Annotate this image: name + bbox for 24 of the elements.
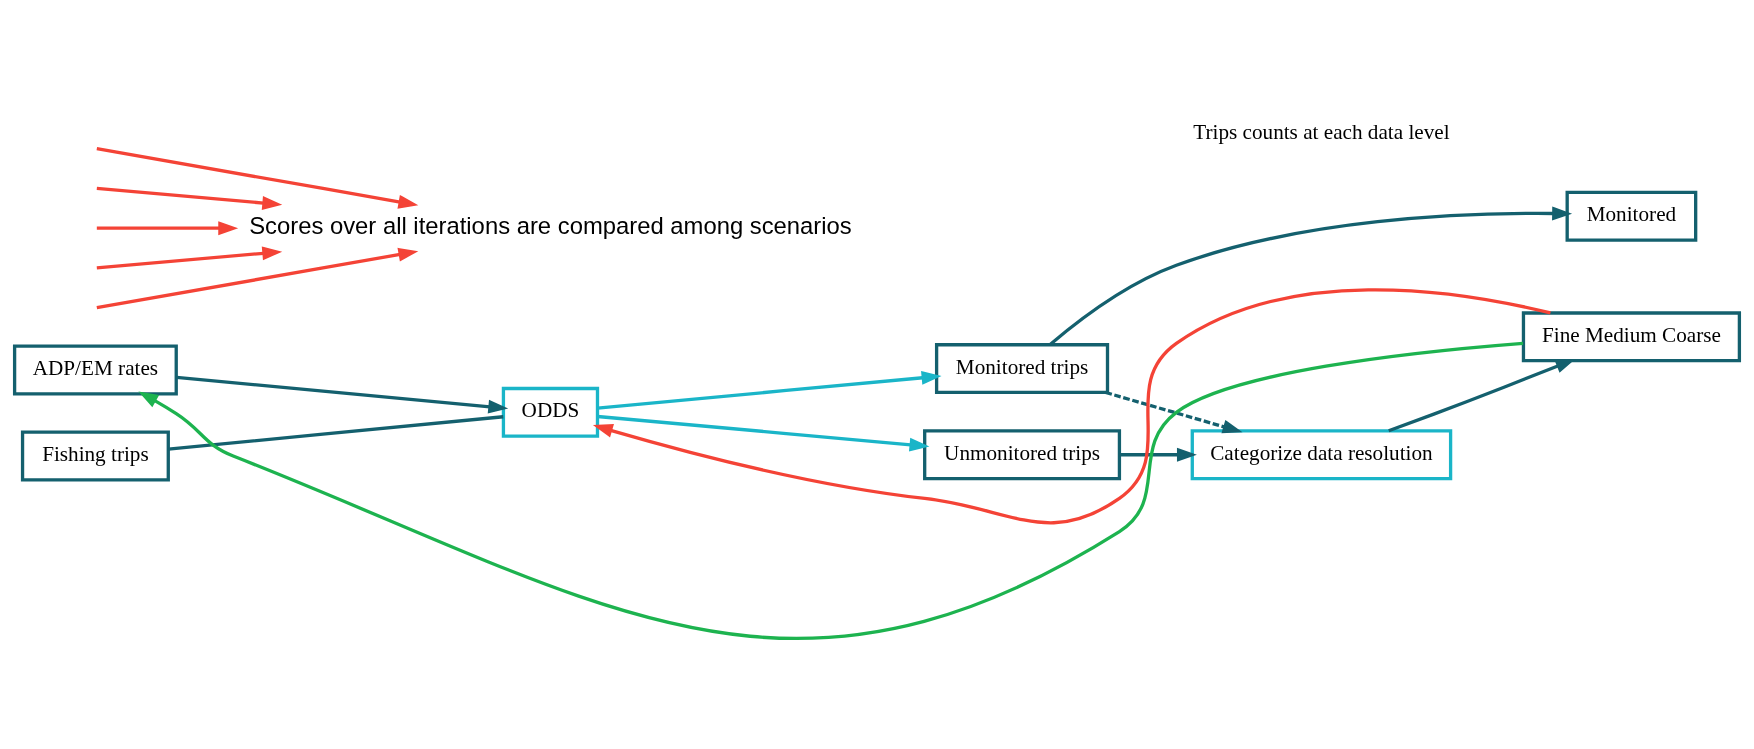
arrow [597, 370, 942, 410]
arrow [96, 246, 283, 270]
arrow [96, 247, 419, 310]
connector [168, 415, 504, 451]
node-box: Fine Medium Coarse [1521, 311, 1742, 363]
arrow [597, 414, 930, 452]
node-box: Unmonitored trips [923, 429, 1122, 481]
arrow [96, 147, 419, 209]
arrow [138, 341, 1524, 640]
node-box: ADP/EM rates [12, 344, 178, 396]
arrow [96, 186, 283, 210]
node-box: Monitored trips [934, 343, 1110, 395]
arrow [96, 221, 239, 236]
node-text: Scores over all iterations are compared among scenarios [249, 212, 852, 240]
arrow [1119, 447, 1197, 462]
node-box: Fishing trips [20, 430, 170, 482]
node-box: Categorize data resolution [1190, 429, 1453, 481]
arrow [1048, 206, 1573, 346]
node-box: ODDS [501, 386, 600, 438]
label: Trips counts at each data level [1193, 120, 1450, 145]
node-box: Monitored [1565, 190, 1698, 242]
arrow [1105, 390, 1243, 434]
arrow [176, 375, 509, 414]
arrow [592, 288, 1551, 525]
